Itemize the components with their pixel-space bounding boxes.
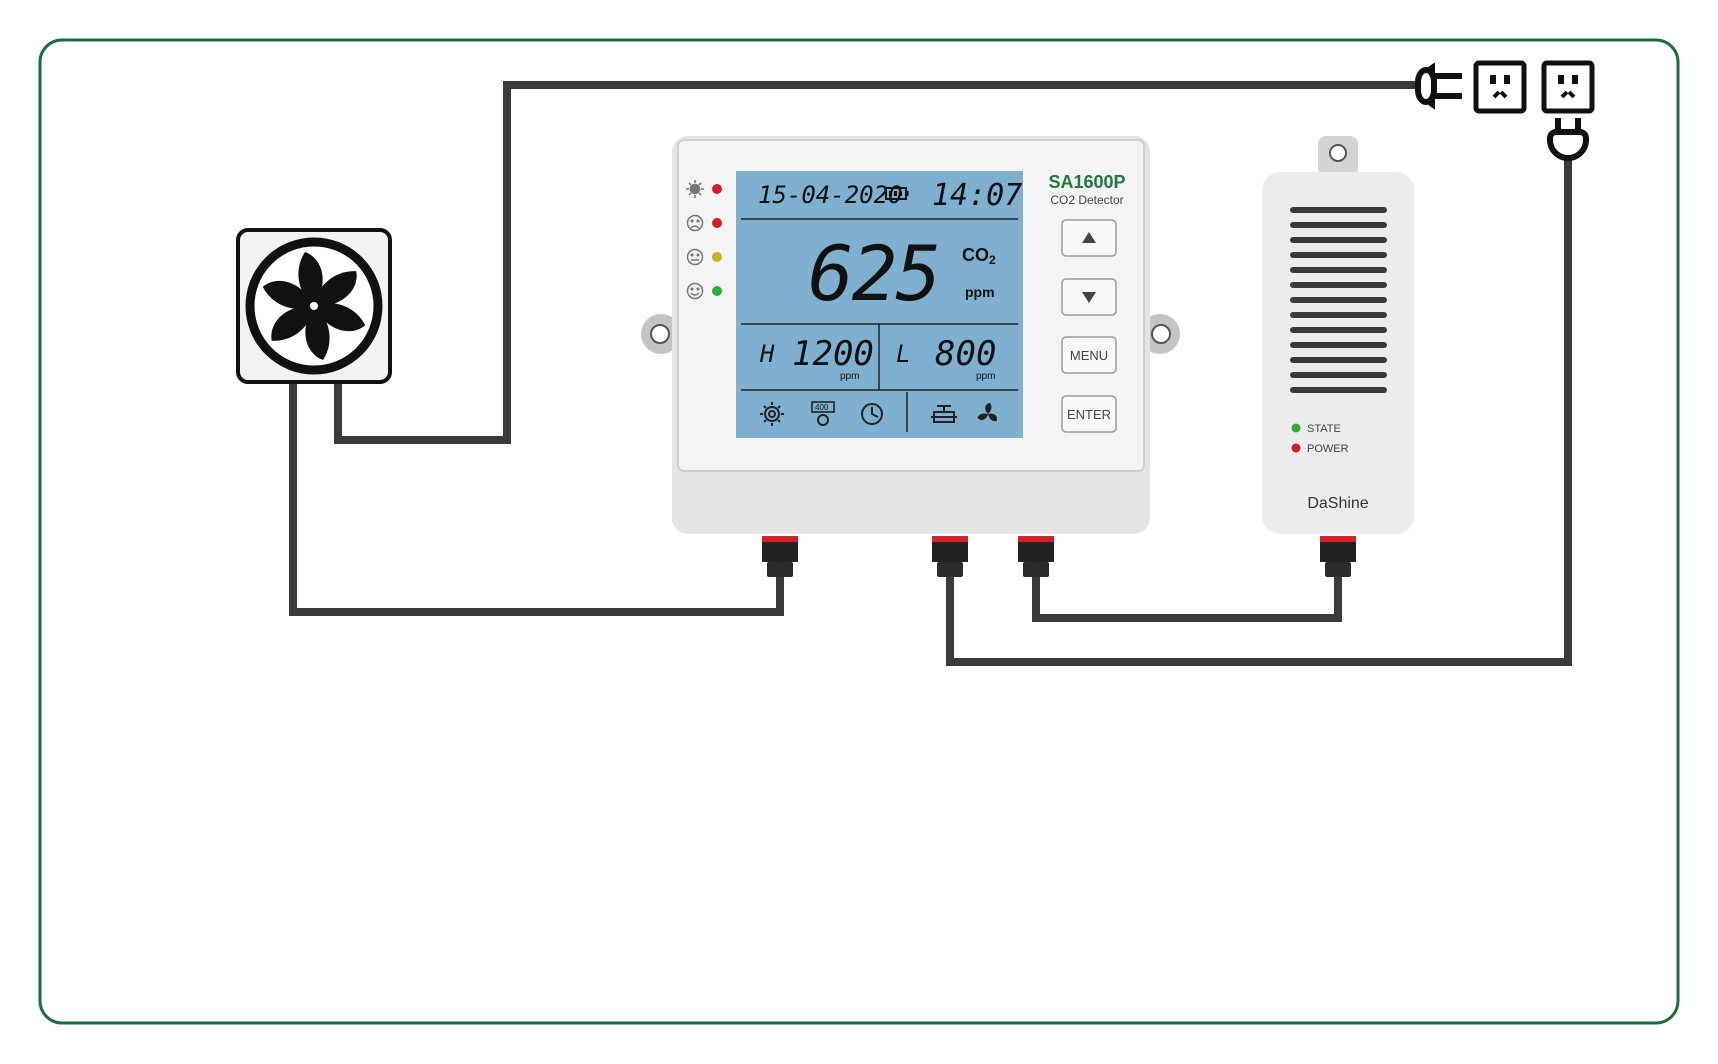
up-button[interactable] — [1061, 219, 1117, 257]
state-led — [1291, 423, 1301, 433]
down-button[interactable] — [1061, 278, 1117, 316]
model-name: SA1600P — [1048, 172, 1125, 192]
menu-button[interactable]: MENU — [1061, 336, 1117, 374]
low-unit: ppm — [976, 371, 995, 382]
cable-gland — [1018, 536, 1054, 577]
wire-fan-to-detector — [289, 382, 784, 616]
high-prefix: H — [759, 340, 775, 368]
wire-detector-to-controller — [1032, 565, 1342, 622]
fan-icon — [262, 252, 366, 360]
calibrate-icon: 400 — [811, 401, 835, 426]
low-threshold: 800 — [935, 334, 996, 374]
fan-small-icon — [977, 403, 997, 422]
fan-box — [236, 228, 392, 384]
lcd-screen — [736, 171, 1023, 438]
high-threshold: 1200 — [792, 334, 874, 374]
co2-label: CO2 — [962, 245, 996, 267]
cable-gland — [762, 536, 798, 577]
svg-text:400: 400 — [815, 403, 829, 412]
wire-fan-to-mains — [334, 81, 1432, 444]
led-red-1 — [712, 184, 722, 194]
socket-icon — [1541, 60, 1595, 114]
wires — [289, 81, 1572, 666]
lcd-date: 15-04-2020 — [758, 181, 903, 209]
menu-button-label: MENU — [1070, 348, 1108, 363]
vent-grille — [1290, 207, 1387, 393]
co2-unit: ppm — [965, 284, 995, 300]
cable-gland — [1320, 536, 1356, 577]
enter-button[interactable]: ENTER — [1061, 395, 1117, 433]
happy-face-icon — [686, 282, 704, 300]
led-red-2 — [712, 218, 722, 228]
state-label: STATE — [1307, 423, 1341, 435]
co2-reading: 625 — [808, 229, 939, 318]
dashine-controller: STATE POWER DaShine — [1262, 136, 1414, 534]
lcd-time: 14:07 — [932, 178, 1022, 213]
battery-icon — [885, 187, 909, 200]
brand-label: DaShine — [1307, 495, 1368, 512]
plug-icon — [1415, 62, 1462, 110]
sun-icon — [686, 180, 704, 198]
enter-button-label: ENTER — [1067, 407, 1111, 422]
clock-icon — [861, 403, 883, 425]
down-arrow-icon — [1082, 292, 1096, 303]
model-subtitle: CO2 Detector — [1050, 193, 1123, 207]
high-unit: ppm — [840, 371, 859, 382]
co2-detector: 15-04-2020 14:07 625 CO2 ppm H 1200 ppm … — [641, 136, 1180, 534]
wire-detector-to-plug — [946, 160, 1572, 666]
led-yellow — [712, 252, 722, 262]
power-led — [1291, 443, 1301, 453]
up-arrow-icon — [1082, 232, 1096, 243]
neutral-face-icon — [686, 248, 704, 266]
power-label: POWER — [1307, 443, 1349, 455]
plug-icon — [1547, 118, 1589, 161]
socket-icon — [1473, 60, 1527, 114]
valve-icon — [931, 405, 957, 423]
low-prefix: L — [896, 340, 910, 368]
cable-gland — [932, 536, 968, 577]
sad-face-icon — [686, 214, 704, 232]
gear-icon — [760, 402, 784, 426]
led-green — [712, 286, 722, 296]
